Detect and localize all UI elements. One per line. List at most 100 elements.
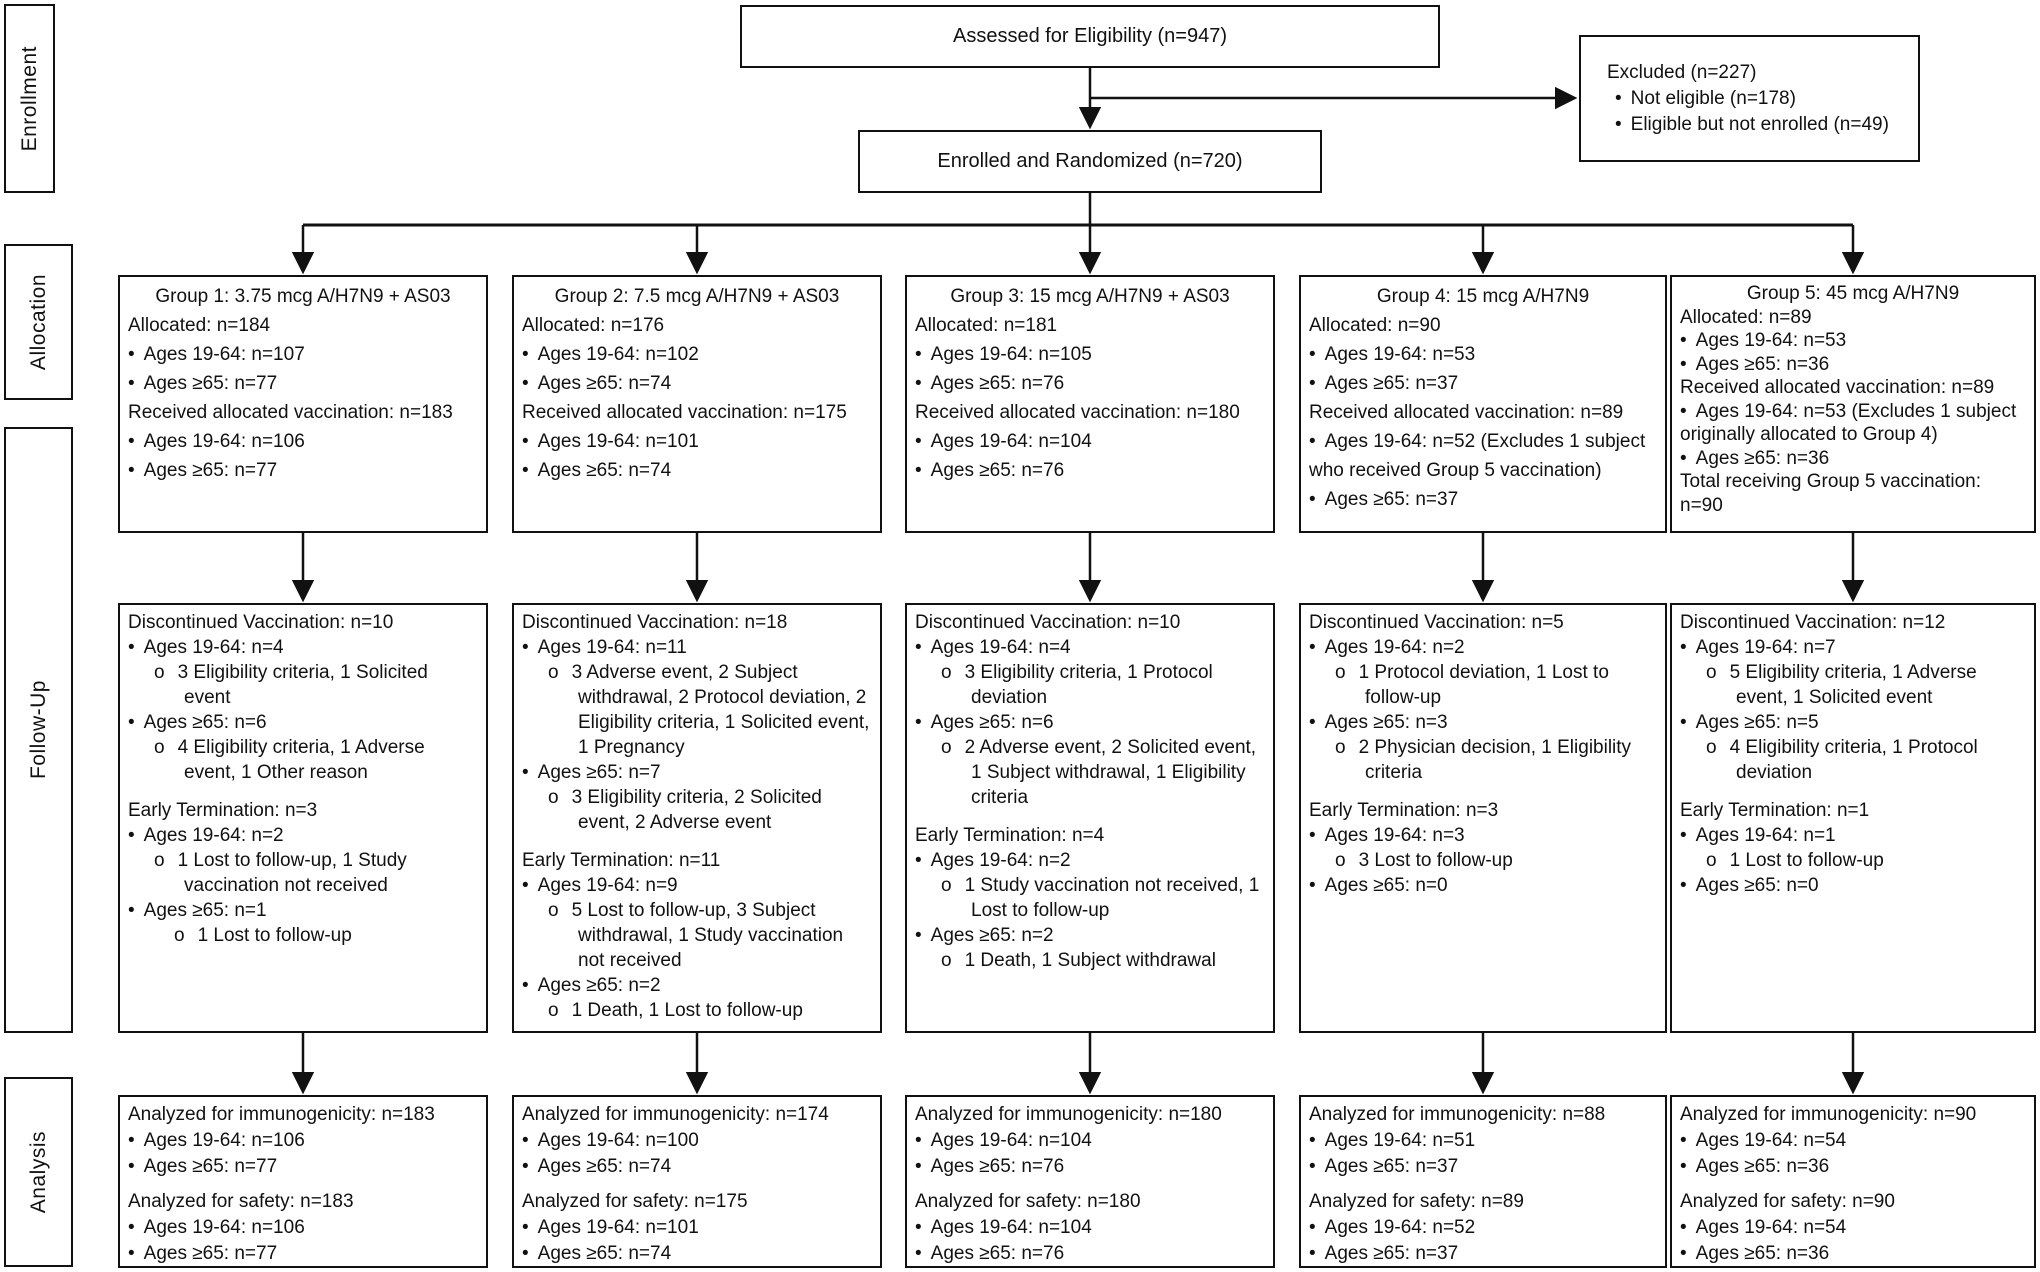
group-4-analysis-box: Analyzed for immunogenicity: n=88Ages 19… xyxy=(1299,1095,1667,1268)
flow-line: Ages 19-64: n=52 xyxy=(1309,1215,1657,1241)
flow-line: Ages 19-64: n=52 (Excludes 1 subject who… xyxy=(1309,427,1657,485)
stage-label-followup-text: Follow-Up xyxy=(26,680,50,780)
flow-line: Ages 19-64: n=53 xyxy=(1680,329,2026,353)
flow-line: 1 Lost to follow-up xyxy=(128,923,478,948)
flow-line: Ages ≥65: n=36 xyxy=(1680,1154,2026,1180)
flow-line: 4 Eligibility criteria, 1 Adverse event,… xyxy=(128,735,478,785)
group-1-analysis-box: Analyzed for immunogenicity: n=183Ages 1… xyxy=(118,1095,488,1268)
flow-line: Ages ≥65: n=37 xyxy=(1309,369,1657,398)
group-2-analysis-box: Analyzed for immunogenicity: n=174Ages 1… xyxy=(512,1095,882,1268)
flow-line: Analyzed for safety: n=183 xyxy=(128,1191,354,1212)
flow-line: Ages ≥65: n=77 xyxy=(128,456,478,485)
flow-line: 1 Study vaccination not received, 1 Lost… xyxy=(915,873,1265,923)
flow-line: Ages 19-64: n=1 xyxy=(1680,823,2026,848)
flow-line: 3 Lost to follow-up xyxy=(1309,848,1657,873)
flow-line: Ages ≥65: n=76 xyxy=(915,369,1265,398)
flow-line: Ages 19-64: n=101 xyxy=(522,1215,872,1241)
flow-line: Ages 19-64: n=2 xyxy=(128,823,478,848)
flow-line: Ages ≥65: n=0 xyxy=(1309,873,1657,898)
excluded-box: Excluded (n=227) Not eligible (n=178) El… xyxy=(1579,35,1920,162)
excluded-item: Eligible but not enrolled (n=49) xyxy=(1607,112,1912,138)
flow-line: Allocated: n=89 xyxy=(1680,306,1812,328)
flow-line: Ages ≥65: n=74 xyxy=(522,369,872,398)
flow-line: Analyzed for safety: n=175 xyxy=(522,1191,748,1212)
flow-line: Early Termination: n=11 xyxy=(522,850,721,871)
flow-line: 5 Eligibility criteria, 1 Adverse event,… xyxy=(1680,660,2026,710)
flow-line: Ages 19-64: n=9 xyxy=(522,873,872,898)
flow-line: Received allocated vaccination: n=175 xyxy=(522,402,847,423)
group-2-title: Group 2: 7.5 mcg A/H7N9 + AS03 xyxy=(554,286,840,307)
flow-line: Ages ≥65: n=37 xyxy=(1309,485,1657,514)
flow-line: 1 Protocol deviation, 1 Lost to follow-u… xyxy=(1309,660,1657,710)
flow-line: Ages ≥65: n=0 xyxy=(1680,873,2026,898)
flow-line: 3 Eligibility criteria, 1 Protocol devia… xyxy=(915,660,1265,710)
stage-label-allocation-text: Allocation xyxy=(26,273,50,371)
flow-line: Discontinued Vaccination: n=12 xyxy=(1680,612,1946,633)
group-2-followup-box: Discontinued Vaccination: n=18Ages 19-64… xyxy=(512,603,882,1033)
stage-label-enrollment-text: Enrollment xyxy=(17,45,41,152)
flow-line: Ages 19-64: n=4 xyxy=(128,635,478,660)
flow-line: Ages ≥65: n=5 xyxy=(1680,710,2026,735)
flow-line: Early Termination: n=1 xyxy=(1680,800,1870,821)
enrolled-randomized-box: Enrolled and Randomized (n=720) xyxy=(858,130,1322,193)
flow-line: Ages 19-64: n=104 xyxy=(915,1215,1265,1241)
flow-line: Early Termination: n=3 xyxy=(1309,800,1499,821)
flow-line: Ages ≥65: n=37 xyxy=(1309,1241,1657,1267)
flow-line: Ages ≥65: n=74 xyxy=(522,456,872,485)
flow-line: 5 Lost to follow-up, 3 Subject withdrawa… xyxy=(522,898,872,973)
flow-line: Ages 19-64: n=3 xyxy=(1309,823,1657,848)
flow-line: Ages ≥65: n=3 xyxy=(1309,710,1657,735)
flow-line: Ages 19-64: n=101 xyxy=(522,427,872,456)
flow-line: Ages ≥65: n=2 xyxy=(915,923,1265,948)
group-3-analysis-box: Analyzed for immunogenicity: n=180Ages 1… xyxy=(905,1095,1275,1268)
flow-line: Ages 19-64: n=106 xyxy=(128,427,478,456)
group-3-title: Group 3: 15 mcg A/H7N9 + AS03 xyxy=(950,286,1230,307)
flow-line: Ages ≥65: n=2 xyxy=(522,973,872,998)
flow-line: 3 Adverse event, 2 Subject withdrawal, 2… xyxy=(522,660,872,760)
flow-line: Ages 19-64: n=2 xyxy=(1309,635,1657,660)
flow-line: Received allocated vaccination: n=89 xyxy=(1309,402,1624,423)
flow-line: Allocated: n=181 xyxy=(915,315,1058,336)
flow-line: Analyzed for immunogenicity: n=183 xyxy=(128,1104,435,1125)
flow-line: Ages 19-64: n=100 xyxy=(522,1128,872,1154)
flow-line: Ages ≥65: n=74 xyxy=(522,1154,872,1180)
flow-line: Ages 19-64: n=107 xyxy=(128,340,478,369)
flow-line: 1 Death, 1 Subject withdrawal xyxy=(915,948,1265,973)
flow-line: 1 Death, 1 Lost to follow-up xyxy=(522,998,872,1023)
flow-line: Discontinued Vaccination: n=18 xyxy=(522,612,788,633)
flow-line: Ages 19-64: n=2 xyxy=(915,848,1265,873)
flow-line: Allocated: n=176 xyxy=(522,315,665,336)
stage-label-followup: Follow-Up xyxy=(4,427,73,1033)
flow-line: Ages 19-64: n=54 xyxy=(1680,1128,2026,1154)
flow-line: 1 Lost to follow-up, 1 Study vaccination… xyxy=(128,848,478,898)
flow-line: Ages 19-64: n=11 xyxy=(522,635,872,660)
flow-line: Ages ≥65: n=36 xyxy=(1680,447,2026,471)
flow-line: Ages 19-64: n=53 (Excludes 1 subject ori… xyxy=(1680,400,2026,447)
flow-line: Analyzed for immunogenicity: n=90 xyxy=(1680,1104,1977,1125)
flow-line: Ages ≥65: n=36 xyxy=(1680,1241,2026,1267)
flow-line: Analyzed for immunogenicity: n=174 xyxy=(522,1104,829,1125)
stage-label-analysis-text: Analysis xyxy=(26,1130,50,1214)
flow-line: Ages ≥65: n=7 xyxy=(522,760,872,785)
flow-line: Ages ≥65: n=36 xyxy=(1680,353,2026,377)
flow-line: Received allocated vaccination: n=180 xyxy=(915,402,1240,423)
flow-line: Ages 19-64: n=7 xyxy=(1680,635,2026,660)
flow-line: Ages 19-64: n=54 xyxy=(1680,1215,2026,1241)
flow-line: Ages 19-64: n=104 xyxy=(915,427,1265,456)
stage-label-enrollment: Enrollment xyxy=(4,4,55,193)
flow-line: 3 Eligibility criteria, 1 Solicited even… xyxy=(128,660,478,710)
flow-line: Ages ≥65: n=76 xyxy=(915,1241,1265,1267)
stage-label-allocation: Allocation xyxy=(4,244,73,400)
flow-line: Received allocated vaccination: n=183 xyxy=(128,402,453,423)
flow-line: Allocated: n=90 xyxy=(1309,315,1441,336)
flow-line: Ages ≥65: n=6 xyxy=(128,710,478,735)
group-5-followup-box: Discontinued Vaccination: n=12Ages 19-64… xyxy=(1670,603,2036,1033)
group-1-title: Group 1: 3.75 mcg A/H7N9 + AS03 xyxy=(155,286,451,307)
flow-line: Analyzed for safety: n=90 xyxy=(1680,1191,1895,1212)
